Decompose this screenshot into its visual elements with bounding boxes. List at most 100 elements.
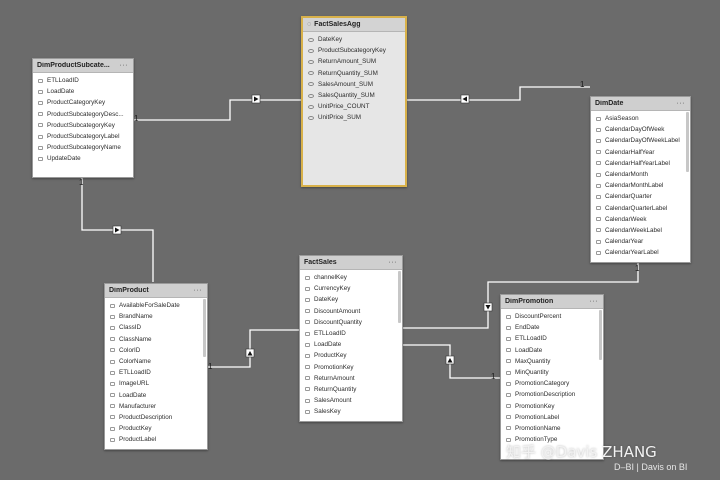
column-row[interactable]: PromotionKey (300, 362, 402, 373)
column-row[interactable]: DateKey (300, 294, 402, 305)
column-icon (596, 150, 601, 155)
column-row[interactable]: ReturnQuantity_SUM (303, 68, 405, 79)
column-row[interactable]: CalendarHalfYear (591, 147, 690, 158)
column-row[interactable]: PromotionType (501, 434, 603, 445)
column-row[interactable]: ProductSubcategoryName (33, 142, 133, 153)
column-row[interactable]: LoadDate (300, 339, 402, 350)
column-row[interactable]: SalesAmount (300, 395, 402, 406)
column-row[interactable]: UnitPrice_SUM (303, 112, 405, 123)
table-factsalesagg[interactable]: ◌ FactSalesAgg DateKey ProductSubcategor… (301, 16, 407, 187)
scrollbar[interactable] (599, 310, 602, 360)
column-row[interactable]: CalendarDayOfWeek (591, 124, 690, 135)
column-row[interactable]: ReturnAmount (300, 373, 402, 384)
column-row[interactable]: ProductSubcategoryKey (33, 120, 133, 131)
column-row[interactable]: channelKey (300, 272, 402, 283)
column-row[interactable]: CalendarQuarter (591, 191, 690, 202)
column-row[interactable]: DateKey (303, 34, 405, 45)
column-row[interactable]: CalendarMonthLabel (591, 180, 690, 191)
column-row[interactable]: CalendarYear (591, 236, 690, 247)
column-name: Manufacturer (119, 402, 157, 410)
watermark-main: 知乎 @Davis ZHANG (506, 443, 657, 461)
column-row[interactable]: ETLLoadID (501, 333, 603, 344)
column-name: CalendarMonth (605, 171, 649, 179)
scrollbar[interactable] (398, 271, 401, 323)
column-row[interactable]: SalesQuantity_SUM (303, 90, 405, 101)
column-row[interactable]: LoadDate (105, 390, 207, 401)
more-options-icon[interactable]: ··· (193, 287, 202, 294)
column-row[interactable]: PromotionDescription (501, 389, 603, 400)
scrollbar[interactable] (203, 299, 206, 357)
table-header[interactable]: DimPromotion ··· (501, 295, 603, 309)
column-row[interactable]: LoadDate (501, 345, 603, 356)
column-row[interactable]: PromotionCategory (501, 378, 603, 389)
column-row[interactable]: MaxQuantity (501, 356, 603, 367)
column-row[interactable]: ETLLoadID (300, 328, 402, 339)
table-header[interactable]: DimDate ··· (591, 97, 690, 111)
column-icon (305, 331, 310, 336)
column-row[interactable]: DiscountQuantity (300, 317, 402, 328)
table-factsales[interactable]: FactSales ··· channelKey CurrencyKey Dat… (299, 255, 403, 422)
column-row[interactable]: AsiaSeason (591, 113, 690, 124)
column-row[interactable]: CalendarHalfYearLabel (591, 158, 690, 169)
column-row[interactable]: CalendarMonth (591, 169, 690, 180)
column-row[interactable]: DiscountPercent (501, 311, 603, 322)
column-row[interactable]: PromotionName (501, 423, 603, 434)
column-row[interactable]: CalendarYearLabel (591, 247, 690, 258)
column-row[interactable]: ColorName (105, 356, 207, 367)
column-row[interactable]: CurrencyKey (300, 283, 402, 294)
column-row[interactable]: UpdateDate (33, 153, 133, 164)
column-row[interactable]: LoadDate (33, 86, 133, 97)
column-row[interactable]: ClassID (105, 322, 207, 333)
column-icon (110, 359, 115, 364)
column-row[interactable]: UnitPrice_COUNT (303, 101, 405, 112)
column-row[interactable]: CalendarWeekLabel (591, 225, 690, 236)
table-dimdate[interactable]: DimDate ··· AsiaSeason CalendarDayOfWeek… (590, 96, 691, 263)
column-row[interactable]: ProductSubcategoryLabel (33, 131, 133, 142)
table-header[interactable]: FactSales ··· (300, 256, 402, 270)
table-dimproduct[interactable]: DimProduct ··· AvailableForSaleDate Bran… (104, 283, 208, 450)
column-row[interactable]: ProductSubcategoryKey (303, 45, 405, 56)
column-row[interactable]: AvailableForSaleDate (105, 300, 207, 311)
column-row[interactable]: ImageURL (105, 378, 207, 389)
column-row[interactable]: ColorID (105, 345, 207, 356)
column-row[interactable]: ReturnQuantity (300, 384, 402, 395)
scrollbar[interactable] (686, 112, 689, 172)
table-header[interactable]: ◌ FactSalesAgg (303, 18, 405, 32)
column-row[interactable]: Manufacturer (105, 401, 207, 412)
column-row[interactable]: ProductLabel (105, 434, 207, 445)
column-name: LoadDate (314, 341, 342, 349)
column-row[interactable]: CalendarWeek (591, 214, 690, 225)
column-row[interactable]: SalesAmount_SUM (303, 79, 405, 90)
column-icon (305, 286, 310, 291)
column-row[interactable]: CalendarQuarterLabel (591, 203, 690, 214)
table-header[interactable]: DimProduct ··· (105, 284, 207, 298)
column-row[interactable]: ETLLoadID (105, 367, 207, 378)
more-options-icon[interactable]: ··· (388, 259, 397, 266)
table-dimpromotion[interactable]: DimPromotion ··· DiscountPercent EndDate… (500, 294, 604, 460)
column-row[interactable]: ProductKey (300, 350, 402, 361)
column-row[interactable]: PromotionKey (501, 401, 603, 412)
column-name: PromotionKey (515, 402, 555, 410)
column-row[interactable]: EndDate (501, 322, 603, 333)
rel-subcategory-factsalesagg (132, 99, 301, 121)
column-row[interactable]: ReturnAmount_SUM (303, 56, 405, 67)
column-row[interactable]: CalendarDayOfWeekLabel (591, 135, 690, 146)
column-row[interactable]: PromotionLabel (501, 412, 603, 423)
column-row[interactable]: ProductDescription (105, 412, 207, 423)
column-row[interactable]: SalesKey (300, 406, 402, 417)
column-row[interactable]: ETLLoadID (33, 75, 133, 86)
more-options-icon[interactable]: ··· (119, 62, 128, 69)
column-row[interactable]: ProductKey (105, 423, 207, 434)
column-row[interactable]: MinQuantity (501, 367, 603, 378)
table-header[interactable]: DimProductSubcate... ··· (33, 59, 133, 73)
column-name: ReturnAmount_SUM (318, 58, 377, 66)
column-row[interactable]: ClassName (105, 334, 207, 345)
more-options-icon[interactable]: ··· (676, 100, 685, 107)
column-row[interactable]: BrandName (105, 311, 207, 322)
column-row[interactable]: ProductSubcategoryDesc... (33, 109, 133, 120)
column-row[interactable]: DiscountAmount (300, 306, 402, 317)
more-options-icon[interactable]: ··· (589, 298, 598, 305)
column-row[interactable]: ProductCategoryKey (33, 97, 133, 108)
table-title: FactSales (304, 259, 337, 266)
table-dimproductsubcategory[interactable]: DimProductSubcate... ··· ETLLoadID LoadD… (32, 58, 134, 178)
